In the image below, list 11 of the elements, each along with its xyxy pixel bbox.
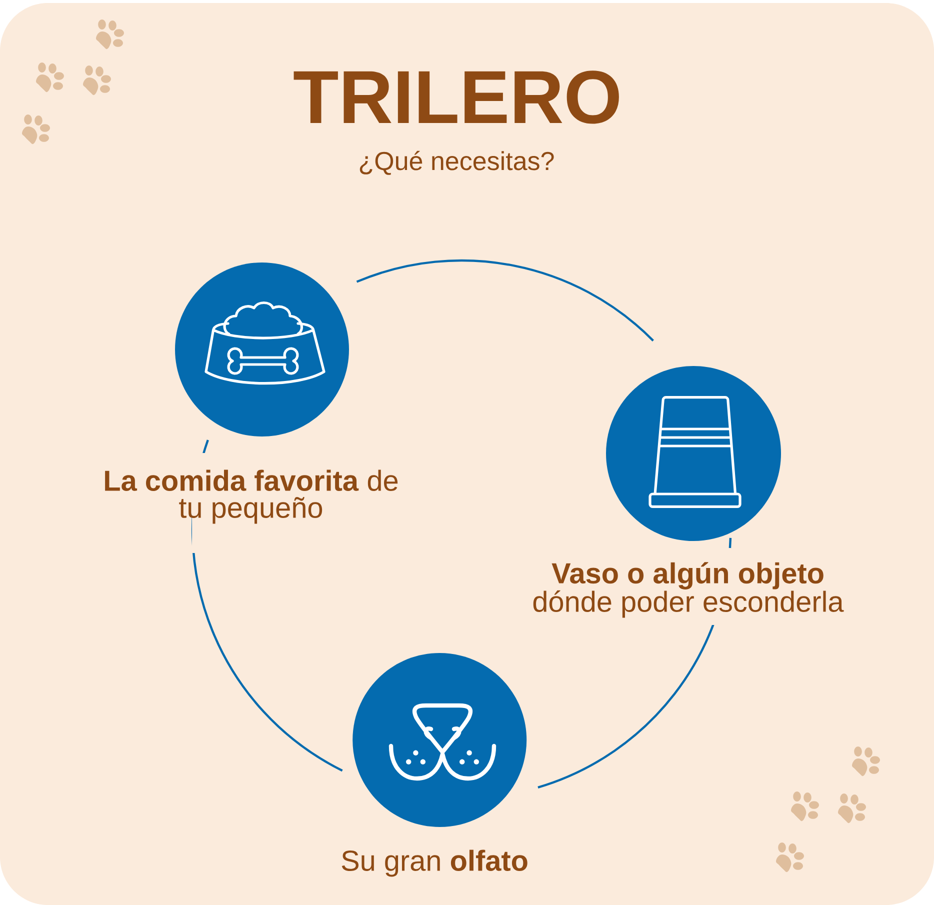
title: TRILERO [294,70,619,124]
step-circle [606,366,781,541]
arc-connector [192,440,343,772]
subtitle: ¿Qué necesitas? [360,150,554,175]
step-circle [175,262,349,436]
step-caption: La comida favorita de tu pequeño [105,470,398,524]
step-caption: Su gran olfato [342,850,528,877]
arc-connector [538,538,732,788]
step-circle [352,653,527,827]
step-caption: Vaso o algún objeto dónde poder esconderla [533,562,844,618]
arc-connector [356,259,654,342]
